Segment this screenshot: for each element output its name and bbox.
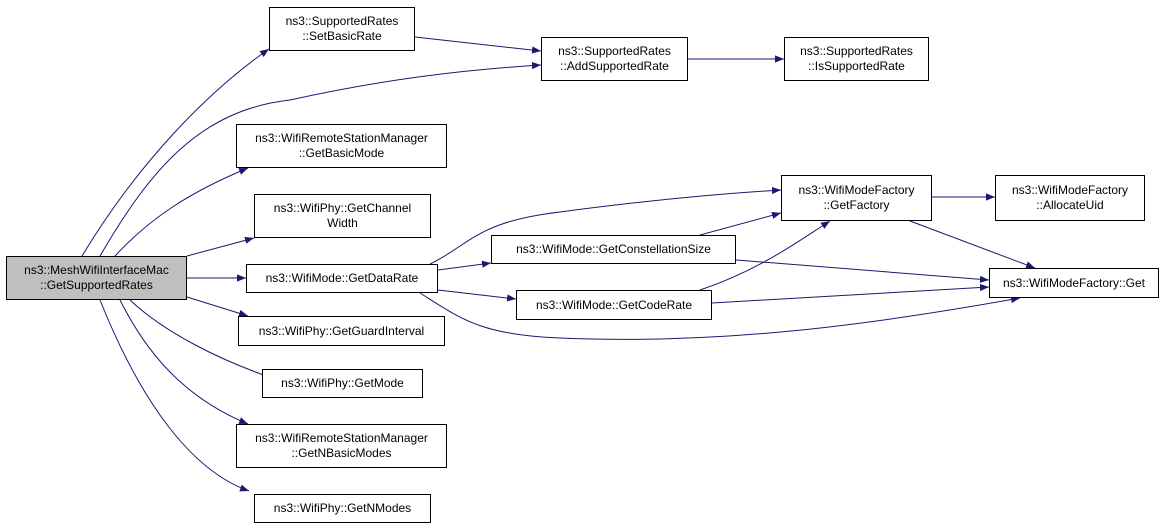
node-wifi-mode-get-data-rate[interactable]: ns3::WifiMode::GetDataRate	[246, 264, 438, 293]
node-label-line2: ::IsSupportedRate	[808, 59, 905, 73]
node-label-line1: ns3::SupportedRates	[285, 14, 399, 28]
node-wifi-phy-get-guard-interval[interactable]: ns3::WifiPhy::GetGuardInterval	[238, 316, 445, 346]
node-wifi-remote-station-manager-get-n-basic-modes[interactable]: ns3::WifiRemoteStationManager ::GetNBasi…	[236, 424, 447, 468]
node-label: ns3::WifiMode::GetCodeRate	[535, 297, 693, 312]
edge-get-data-rate-to-get-code-rate	[437, 289, 517, 302]
edge-root-to-get-basic-mode	[114, 167, 249, 257]
node-label-line1: ns3::WifiRemoteStationManager	[255, 131, 428, 145]
edge-root-to-get-n-modes	[99, 299, 250, 492]
node-label-line1: ns3::SupportedRates	[800, 44, 913, 58]
edge-get-factory-to-factory-get	[909, 220, 1036, 269]
node-label: ns3::WifiPhy::GetGuardInterval	[258, 323, 425, 338]
node-label-line1: ns3::SupportedRates	[558, 44, 671, 58]
edge-get-code-rate-to-factory-get	[711, 283, 990, 304]
node-label-line2: ::AddSupportedRate	[560, 59, 669, 73]
node-wifi-mode-factory-get-factory[interactable]: ns3::WifiModeFactory ::GetFactory	[781, 175, 932, 221]
node-label-line2: ::GetBasicMode	[298, 146, 385, 160]
node-wifi-phy-get-channel-width[interactable]: ns3::WifiPhy::GetChannel Width	[254, 194, 431, 238]
node-label: ns3::WifiMode::GetDataRate	[265, 271, 419, 285]
node-label-line1: ns3::WifiModeFactory	[1011, 183, 1129, 197]
edge-root-to-add-supported-rate	[99, 61, 542, 257]
edge-root-to-get-mode	[129, 299, 273, 379]
node-wifi-phy-get-mode[interactable]: ns3::WifiPhy::GetMode	[262, 369, 423, 398]
edge-get-constellation-size-to-get-factory	[699, 211, 782, 236]
node-label-line2: ::GetFactory	[823, 198, 890, 212]
node-supported-rates-set-basic-rate[interactable]: ns3::SupportedRates ::SetBasicRate	[269, 7, 415, 51]
node-mesh-wifi-interface-mac-get-supported-rates: ns3::MeshWifiInterfaceMac ::GetSupported…	[6, 256, 187, 300]
node-label-line2: Width	[327, 216, 358, 230]
node-label: ns3::WifiPhy::GetMode	[281, 376, 404, 390]
node-wifi-mode-factory-get[interactable]: ns3::WifiModeFactory::Get	[989, 268, 1159, 298]
node-label-line1: ns3::WifiPhy::GetChannel	[273, 201, 412, 215]
edge-get-code-rate-to-get-factory	[699, 220, 831, 291]
edge-set-basic-rate-to-add-supported-rate	[414, 36, 542, 54]
node-label-line1: ns3::MeshWifiInterfaceMac	[24, 263, 169, 277]
node-wifi-remote-station-manager-get-basic-mode[interactable]: ns3::WifiRemoteStationManager ::GetBasic…	[236, 124, 447, 168]
node-wifi-mode-get-code-rate[interactable]: ns3::WifiMode::GetCodeRate	[516, 290, 712, 320]
edge-get-constellation-size-to-factory-get	[735, 259, 990, 283]
edge-root-to-set-basic-rate	[81, 48, 270, 257]
node-wifi-phy-get-n-modes[interactable]: ns3::WifiPhy::GetNModes	[254, 494, 431, 523]
edge-root-to-get-n-basic-modes	[119, 299, 249, 425]
node-supported-rates-add-supported-rate[interactable]: ns3::SupportedRates ::AddSupportedRate	[541, 37, 688, 81]
node-label-line2: ::SetBasicRate	[302, 29, 382, 43]
node-label-line1: ns3::WifiModeFactory	[798, 183, 915, 197]
edge-get-data-rate-to-factory-get	[419, 292, 1021, 340]
edge-root-to-get-channel-width	[186, 236, 255, 257]
node-label: ns3::WifiModeFactory::Get	[1002, 275, 1146, 290]
node-label: ns3::WifiPhy::GetNModes	[273, 501, 412, 515]
node-label-line2: ::AllocateUid	[1036, 198, 1104, 212]
edge-get-data-rate-to-get-constellation-size	[437, 260, 492, 271]
node-wifi-mode-factory-allocate-uid[interactable]: ns3::WifiModeFactory ::AllocateUid	[995, 175, 1145, 221]
node-supported-rates-is-supported-rate[interactable]: ns3::SupportedRates ::IsSupportedRate	[784, 37, 929, 81]
node-label-line1: ns3::WifiRemoteStationManager	[255, 431, 428, 445]
node-label-line2: ::GetNBasicModes	[291, 446, 392, 460]
edge-get-data-rate-to-get-factory	[429, 186, 782, 265]
node-label-line2: ::GetSupportedRates	[40, 278, 153, 292]
node-wifi-mode-get-constellation-size[interactable]: ns3::WifiMode::GetConstellationSize	[491, 235, 736, 264]
node-label: ns3::WifiMode::GetConstellationSize	[516, 242, 711, 256]
edge-root-to-get-guard-interval	[186, 296, 249, 317]
